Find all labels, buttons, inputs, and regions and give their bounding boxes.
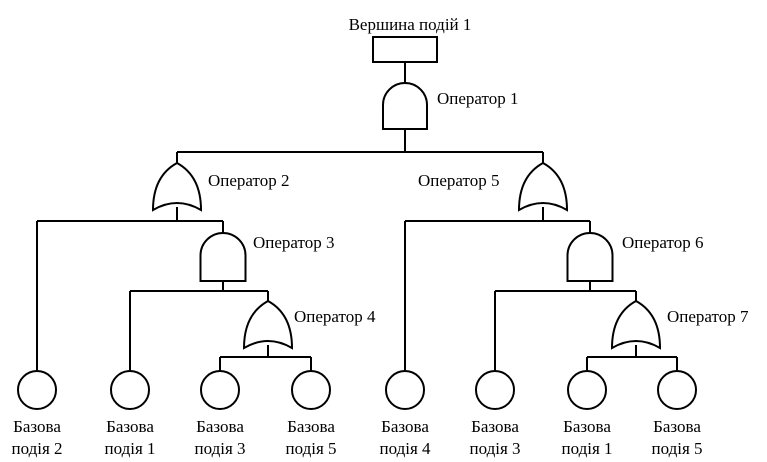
gate-or-2: Оператор 2 <box>151 161 289 212</box>
or-gate-shape <box>517 161 569 212</box>
basic-event-1: Базова подія 2 <box>11 370 63 458</box>
basic-event-3: Базова подія 3 <box>194 370 246 458</box>
gate-and-3: Оператор 3 <box>199 232 334 282</box>
and-gate-shape <box>382 82 428 130</box>
basic-event-label-line2: подія 4 <box>379 439 431 458</box>
basic-event-label-line1: Базова <box>196 417 244 436</box>
gate-label: Оператор 5 <box>418 171 499 190</box>
gate-or-4: Оператор 4 <box>242 299 376 350</box>
basic-event-7: Базова подія 1 <box>561 370 613 458</box>
basic-event-circle <box>385 370 425 410</box>
basic-event-2: Базова подія 1 <box>104 370 156 458</box>
basic-event-circle <box>475 370 515 410</box>
top-event-box <box>372 36 438 63</box>
basic-event-label-line2: подія 3 <box>469 439 520 458</box>
basic-event-label-line2: подія 5 <box>285 439 336 458</box>
basic-event-label-line2: подія 1 <box>104 439 155 458</box>
gate-label: Оператор 4 <box>294 307 376 326</box>
gate-and-1: Оператор 1 <box>382 82 518 130</box>
basic-event-circle <box>657 370 697 410</box>
basic-event-label-line1: Базова <box>13 417 61 436</box>
basic-event-label-line1: Базова <box>381 417 429 436</box>
basic-event-5: Базова подія 4 <box>379 370 431 458</box>
basic-event-label-line1: Базова <box>287 417 335 436</box>
gate-label: Оператор 1 <box>437 89 518 108</box>
or-gate-shape <box>151 161 203 212</box>
gate-label: Оператор 3 <box>253 233 334 252</box>
basic-event-4: Базова подія 5 <box>285 370 337 458</box>
gate-label: Оператор 2 <box>208 171 289 190</box>
gate-or-5: Оператор 5 <box>418 161 569 212</box>
top-event: Вершина подій 1 <box>349 15 472 63</box>
connector-lines <box>36 62 678 371</box>
basic-event-label-line2: подія 5 <box>651 439 702 458</box>
basic-event-label-line1: Базова <box>653 417 701 436</box>
basic-event-label-line1: Базова <box>471 417 519 436</box>
gate-or-7: Оператор 7 <box>610 299 749 350</box>
and-gate-shape <box>199 232 247 282</box>
basic-event-circle <box>200 370 240 410</box>
or-gate-shape <box>242 299 294 350</box>
basic-event-8: Базова подія 5 <box>651 370 703 458</box>
gates: Оператор 1 Оператор 2 Оператор 3 Оператор 4… <box>151 82 749 350</box>
gate-label: Оператор 6 <box>622 233 703 252</box>
or-gate-shape <box>610 299 662 350</box>
basic-event-label-line2: подія 2 <box>11 439 62 458</box>
basic-event-label-line2: подія 3 <box>194 439 245 458</box>
basic-event-circle <box>567 370 607 410</box>
basic-event-6: Базова подія 3 <box>469 370 521 458</box>
basic-event-label-line2: подія 1 <box>561 439 612 458</box>
basic-event-circle <box>291 370 331 410</box>
basic-event-label-line1: Базова <box>563 417 611 436</box>
basic-event-circle <box>17 370 57 410</box>
basic-event-circle <box>110 370 150 410</box>
and-gate-shape <box>566 232 614 282</box>
basic-event-label-line1: Базова <box>106 417 154 436</box>
top-event-label: Вершина подій 1 <box>349 15 472 34</box>
gate-label: Оператор 7 <box>667 307 749 326</box>
gate-and-6: Оператор 6 <box>566 232 703 282</box>
